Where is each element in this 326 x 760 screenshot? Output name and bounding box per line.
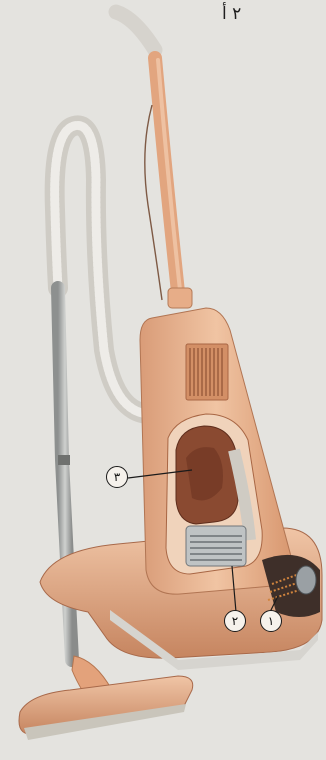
- callout-three: ٣: [106, 466, 128, 488]
- handle-grip: [116, 12, 155, 50]
- exhaust-grille: [186, 344, 228, 400]
- handle-collar: [168, 288, 192, 308]
- motor-fan: [186, 526, 246, 566]
- callout-two: ٢: [224, 610, 246, 632]
- brush-roll: [296, 566, 316, 594]
- callout-one: ١: [260, 610, 282, 632]
